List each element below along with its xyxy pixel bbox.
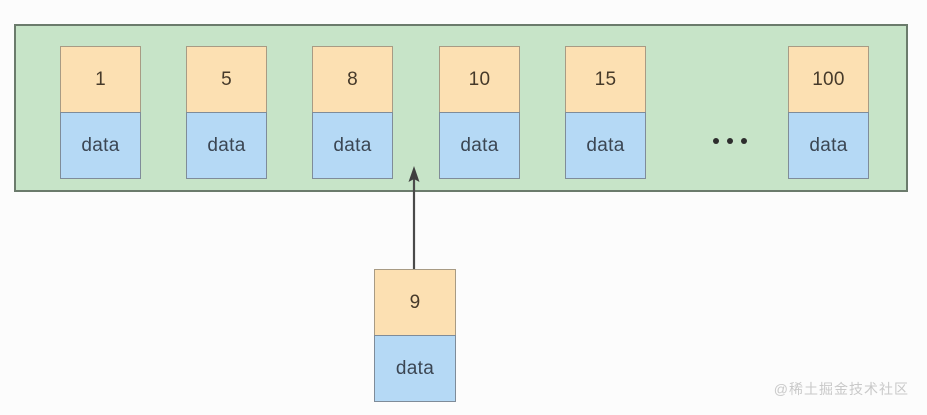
ellipsis-dot-2 [727, 138, 733, 144]
array-node-5-value: 100 [788, 46, 869, 113]
insert-node[interactable]: 9 data [374, 269, 456, 402]
array-node-2-data: data [312, 112, 393, 179]
array-node-3-value: 10 [439, 46, 520, 113]
array-node-1-value: 5 [186, 46, 267, 113]
array-node-3[interactable]: 10 data [439, 46, 520, 179]
ellipsis-icon [713, 130, 747, 152]
array-node-2[interactable]: 8 data [312, 46, 393, 179]
insert-node-data: data [374, 335, 456, 402]
array-node-5-data: data [788, 112, 869, 179]
array-node-1[interactable]: 5 data [186, 46, 267, 179]
array-node-0[interactable]: 1 data [60, 46, 141, 179]
array-node-2-value: 8 [312, 46, 393, 113]
array-node-4[interactable]: 15 data [565, 46, 646, 179]
insert-node-value: 9 [374, 269, 456, 336]
array-node-4-value: 15 [565, 46, 646, 113]
array-node-4-data: data [565, 112, 646, 179]
ellipsis-dot-3 [741, 138, 747, 144]
array-node-0-value: 1 [60, 46, 141, 113]
array-node-3-data: data [439, 112, 520, 179]
array-container: 1 data 5 data 8 data 10 data 15 data 100… [14, 24, 908, 192]
watermark: @稀土掘金技术社区 [773, 381, 909, 397]
array-node-5[interactable]: 100 data [788, 46, 869, 179]
array-node-1-data: data [186, 112, 267, 179]
array-node-0-data: data [60, 112, 141, 179]
ellipsis-dot-1 [713, 138, 719, 144]
